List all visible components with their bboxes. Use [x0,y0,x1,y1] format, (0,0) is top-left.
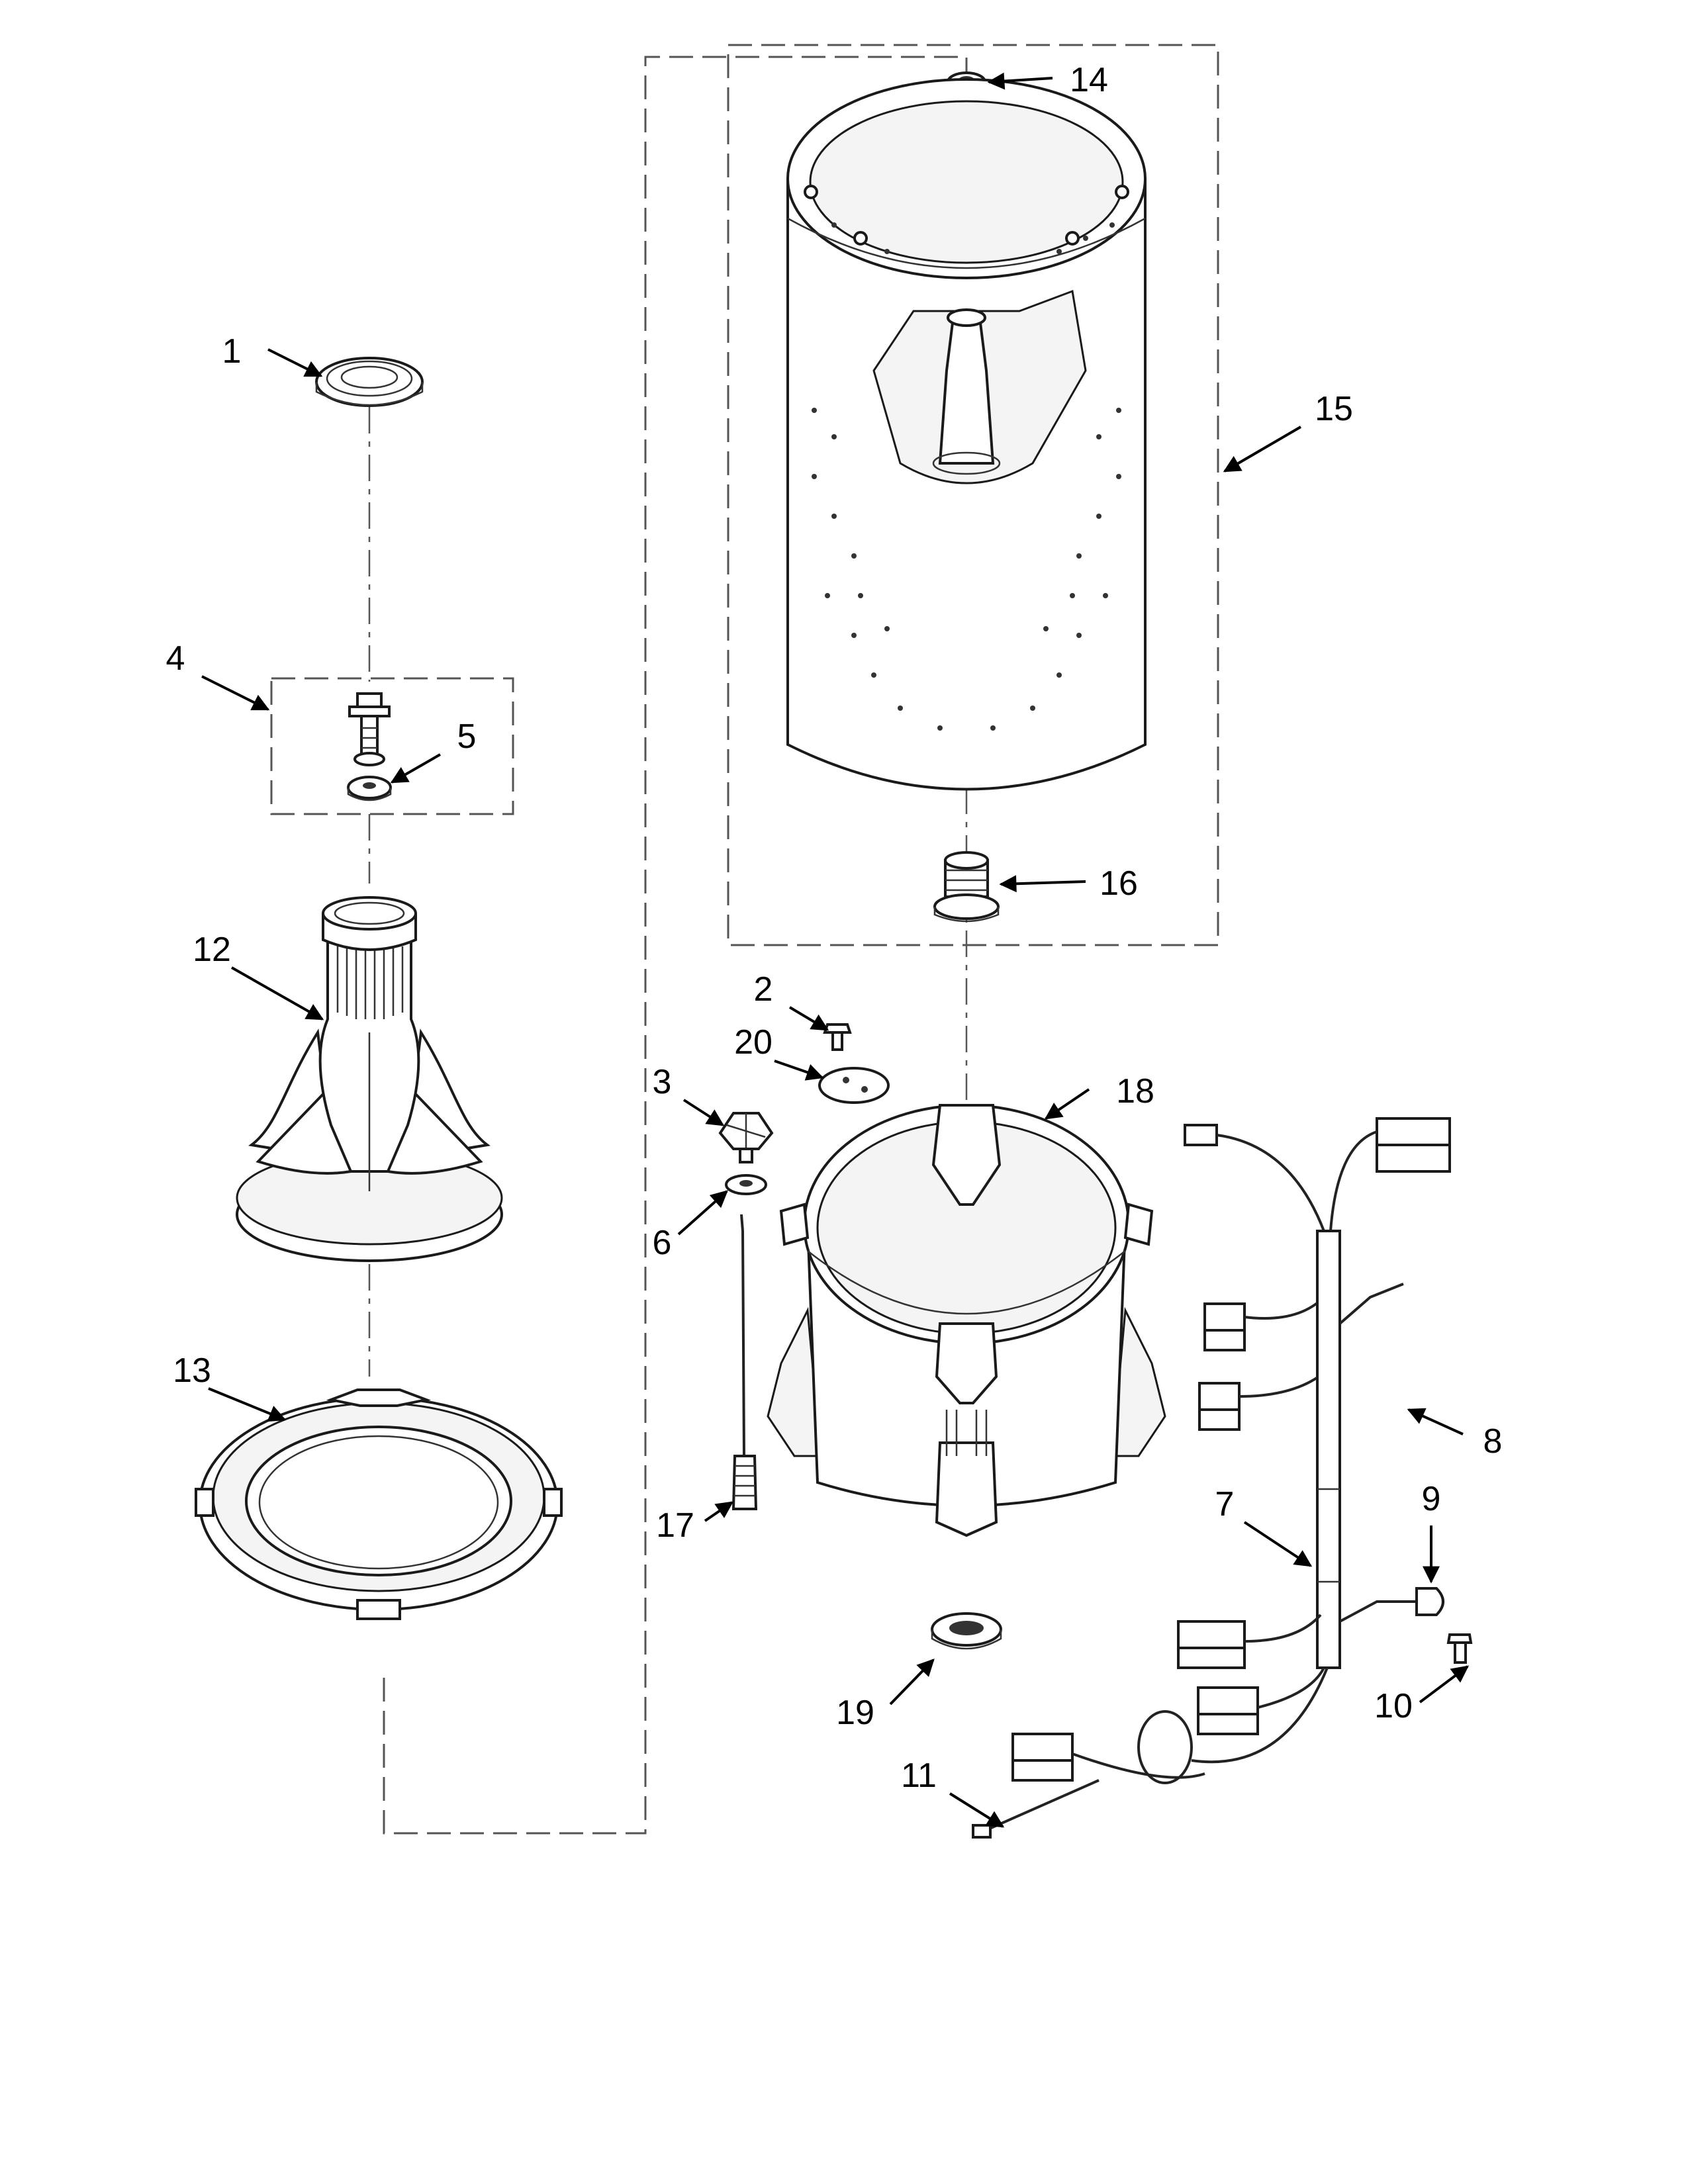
washer-basket[interactable] [786,78,1147,791]
callout-6: 6 [653,1224,672,1262]
wire-harness[interactable] [1011,1117,1473,1784]
callout-11: 11 [901,1756,937,1795]
callout-2: 2 [754,970,773,1009]
callout-18: 18 [1116,1072,1154,1111]
tub-ring[interactable] [195,1388,563,1620]
callout-9: 9 [1422,1480,1441,1518]
callout-5: 5 [457,717,477,756]
basket-assembly-box [727,44,1219,946]
tub-mounting-plate[interactable] [818,1067,890,1104]
agitator[interactable] [236,896,503,1262]
callout-20: 20 [734,1023,773,1062]
callout-labels: 1 2 3 4 5 6 7 8 9 10 11 12 13 14 15 16 1… [166,61,1503,1795]
callout-3: 3 [653,1063,672,1101]
tub-screw[interactable] [823,1023,852,1051]
drive-hub[interactable] [933,851,1000,923]
assembly-lines [270,44,1219,1835]
callout-15: 15 [1315,390,1353,428]
callout-17: 17 [656,1506,694,1545]
callout-14: 14 [1070,61,1108,99]
bolt-kit-box [270,677,514,815]
callout-12: 12 [193,931,231,969]
assembly-connector-line [383,56,968,1835]
callout-1: 1 [222,332,242,371]
leader-arrows [201,72,1470,1828]
outer-tub[interactable] [767,1104,1166,1537]
agitator-cap[interactable] [315,357,424,407]
callout-8: 8 [1483,1422,1503,1461]
air-dome-hose[interactable] [731,1214,758,1510]
agitator-washer[interactable] [347,776,392,801]
agitator-bolt[interactable] [348,692,391,766]
callout-7: 7 [1215,1485,1235,1524]
callout-19: 19 [836,1694,874,1732]
callout-16: 16 [1100,864,1138,903]
cable-tie[interactable] [972,1779,1100,1839]
callout-4: 4 [166,639,185,678]
callout-10: 10 [1374,1687,1413,1725]
tub-seal[interactable] [931,1612,1002,1650]
grommet[interactable] [725,1174,767,1195]
pressure-hose-cap[interactable] [718,1112,774,1163]
callout-13: 13 [173,1351,211,1390]
